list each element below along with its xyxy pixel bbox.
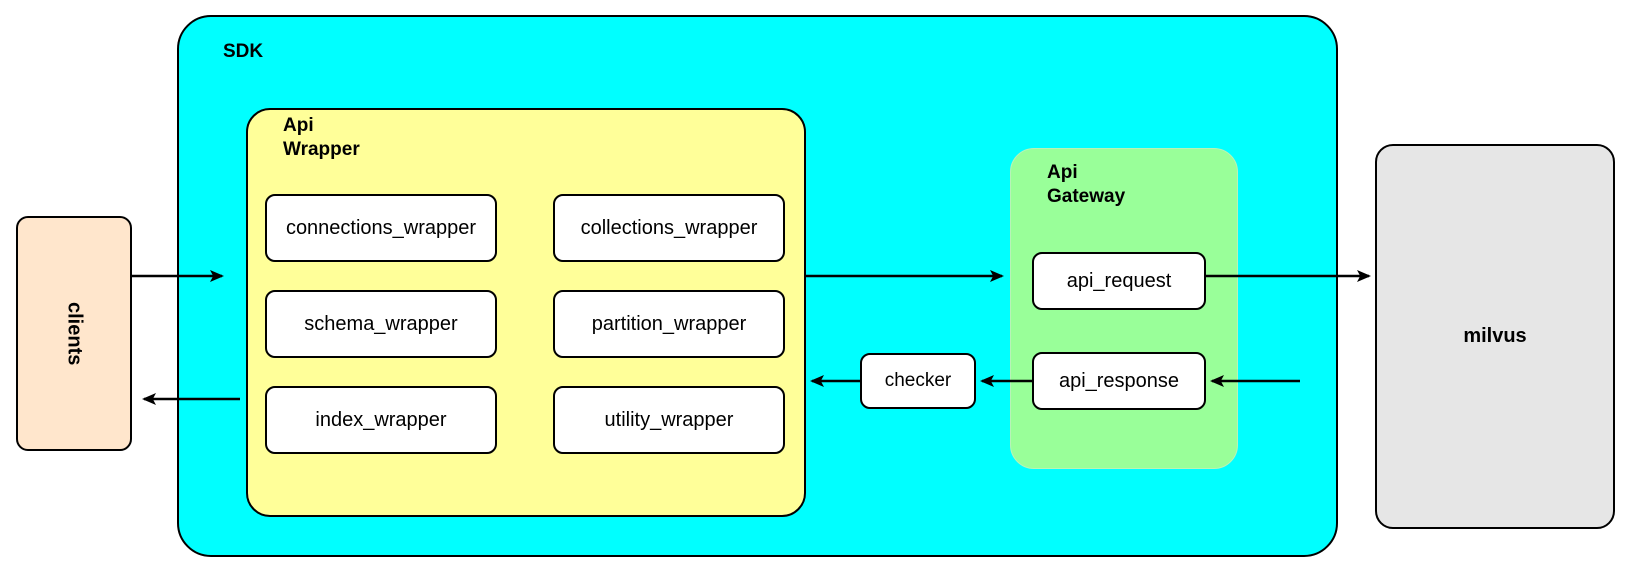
node-partition-wrapper[interactable]: partition_wrapper: [553, 290, 785, 358]
node-clients-label: clients: [63, 301, 86, 366]
node-api-request[interactable]: api_request: [1032, 252, 1206, 310]
node-milvus[interactable]: milvus: [1375, 144, 1615, 529]
group-sdk-label: SDK: [223, 41, 264, 62]
node-schema-wrapper[interactable]: schema_wrapper: [265, 290, 497, 358]
node-connections-wrapper[interactable]: connections_wrapper: [265, 194, 497, 262]
node-utility-wrapper[interactable]: utility_wrapper: [553, 386, 785, 454]
node-checker[interactable]: checker: [860, 353, 976, 409]
node-clients[interactable]: [16, 216, 132, 451]
group-api-wrapper-label: Api Wrapper: [283, 115, 360, 160]
node-index-wrapper[interactable]: index_wrapper: [265, 386, 497, 454]
node-collections-wrapper[interactable]: collections_wrapper: [553, 194, 785, 262]
node-api-response[interactable]: api_response: [1032, 352, 1206, 410]
group-api-gateway-label: Api Gateway: [1047, 162, 1126, 207]
